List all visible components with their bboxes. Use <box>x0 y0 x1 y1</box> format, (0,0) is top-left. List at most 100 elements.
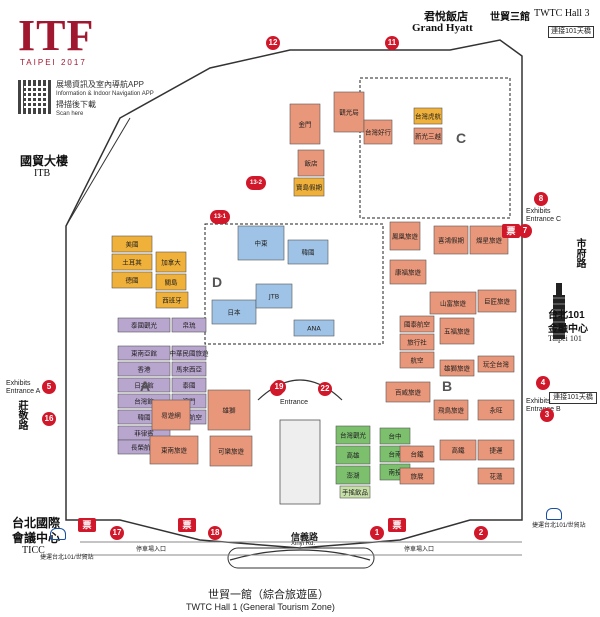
booth-rect <box>399 333 435 351</box>
booth-rect <box>335 465 371 485</box>
booth[interactable]: 德國 <box>111 271 153 289</box>
booth[interactable]: 燦星旅遊 <box>469 225 509 255</box>
booth[interactable]: 鳳凰旅遊 <box>389 221 421 251</box>
booth[interactable]: JTB <box>255 283 293 309</box>
booth[interactable]: 日本館 <box>117 377 171 393</box>
parking-right: 停車場入口 <box>404 547 435 553</box>
booth[interactable]: 東南旅遊 <box>149 435 199 465</box>
grand-hyatt-en: Grand Hyatt <box>412 22 473 34</box>
booth[interactable]: 寶島假期 <box>293 177 325 197</box>
entrance-badge-17: 17 <box>110 526 124 540</box>
booth[interactable]: 永旺 <box>477 399 515 421</box>
booth[interactable]: 玩全台灣 <box>477 355 515 373</box>
booth[interactable]: 飛鳥旅遊 <box>433 399 469 421</box>
booth-label: 飛鳥旅遊 <box>438 406 465 415</box>
booth[interactable]: 台中 <box>379 427 411 445</box>
booth[interactable]: 美國 <box>111 235 153 253</box>
booth[interactable]: 旅展 <box>399 467 435 485</box>
booth-label: 日本館 <box>134 381 154 390</box>
booth[interactable]: 泰國 <box>171 377 207 393</box>
booth[interactable]: 關島 <box>155 273 187 291</box>
booth[interactable]: 中華民國旅遊 <box>170 345 210 361</box>
booth[interactable]: 金門 <box>289 103 321 145</box>
ticket-booth-c: 票 <box>502 224 520 238</box>
hall1-zh: 世貿一館（綜合旅遊區） <box>208 589 329 601</box>
booth-rect <box>477 355 515 373</box>
booth[interactable]: 飯店 <box>297 149 325 177</box>
ticket-booth-mid: 票 <box>178 518 196 532</box>
ticc-en: TICC <box>22 545 45 556</box>
booth-label: 香港 <box>138 365 152 374</box>
booth-rect <box>207 389 251 431</box>
booth-rect <box>399 351 435 369</box>
booth-rect <box>363 119 393 145</box>
booth[interactable]: 雄獅旅遊 <box>439 359 475 377</box>
booth[interactable]: 雄獅 <box>207 389 251 431</box>
shifu-road: 市府路 <box>574 238 585 268</box>
booth-label: 玩全台灣 <box>483 360 510 369</box>
booth[interactable]: 高雄 <box>335 445 371 465</box>
booth-rect <box>293 319 335 337</box>
booth[interactable]: 百威旅遊 <box>385 381 431 403</box>
booth[interactable]: 巨匠旅遊 <box>477 289 517 313</box>
booth[interactable]: 日本 <box>211 299 257 325</box>
booth[interactable]: 新光三越 <box>413 127 443 145</box>
booth-rect <box>399 445 435 463</box>
booth[interactable]: ANA <box>293 319 335 337</box>
booth[interactable]: 西班牙 <box>155 291 189 309</box>
booth[interactable]: 花蓮 <box>477 467 515 485</box>
itf-logo: ITF <box>18 11 95 60</box>
booth[interactable]: 韓國 <box>287 239 329 265</box>
metro-sign-left: 捷運台北101/世貿站 <box>40 555 94 561</box>
itb-en: ITB <box>34 168 51 179</box>
booth[interactable]: 帛琉 <box>171 317 207 333</box>
entrance-badge-7: 7 <box>518 224 532 238</box>
booth[interactable]: 泰國觀光 <box>117 317 171 333</box>
booth[interactable]: 手搖飲品 <box>339 485 371 499</box>
booth[interactable]: 馬來西亞 <box>171 361 207 377</box>
booth[interactable]: 觀光局 <box>333 91 365 133</box>
booth[interactable]: 香港 <box>117 361 171 377</box>
booth[interactable]: 台灣好行 <box>363 119 393 145</box>
booth-rect <box>429 291 477 315</box>
booth[interactable]: 航空 <box>399 351 435 369</box>
booth-rect <box>289 103 321 145</box>
app-title-zh: 展場資訊及室內導航APP <box>56 80 145 89</box>
booth[interactable]: 康福旅遊 <box>389 259 427 285</box>
booth-rect <box>333 91 365 133</box>
booth[interactable]: 土耳其 <box>111 253 153 271</box>
booth[interactable]: 澎湖 <box>335 465 371 485</box>
booth-label: 東南亞館 <box>131 349 158 358</box>
booth[interactable]: 中東 <box>237 225 285 261</box>
booth[interactable]: 旅行社 <box>399 333 435 351</box>
booth[interactable]: 高鐵 <box>439 439 477 461</box>
booth[interactable]: 喜鴻假期 <box>433 225 469 255</box>
booth-label: 台鐵 <box>411 450 425 459</box>
booth-rect <box>111 253 153 271</box>
booth[interactable]: 捷運 <box>477 439 515 461</box>
booth-rect <box>111 235 153 253</box>
booth[interactable]: 易遊網 <box>151 399 191 431</box>
booth-rect <box>439 439 477 461</box>
entrance-arc <box>257 379 343 401</box>
booth-label: 韓國 <box>302 248 315 257</box>
taipei101-zh1: 台北101 <box>548 310 585 321</box>
booth-label: 馬來西亞 <box>176 366 203 374</box>
booth-rect <box>335 445 371 465</box>
booth[interactable]: 台灣虎航 <box>413 107 443 125</box>
booth-rect <box>171 345 207 361</box>
booth-rect <box>385 381 431 403</box>
booth[interactable]: 東南亞館 <box>117 345 171 361</box>
booth[interactable]: 可樂旅遊 <box>209 435 253 467</box>
booth[interactable]: 台灣觀光 <box>335 425 371 445</box>
booth-label: 台中 <box>389 432 402 441</box>
booth[interactable]: 五福旅遊 <box>439 317 475 345</box>
booth-rect <box>477 399 515 421</box>
qr-code[interactable] <box>18 80 52 114</box>
app-title-en: Information & Indoor Navigation APP <box>56 91 154 97</box>
booth[interactable]: 山富旅遊 <box>429 291 477 315</box>
booth[interactable]: 台鐵 <box>399 445 435 463</box>
booth[interactable]: 國泰航空 <box>399 315 435 333</box>
taipei101-en: Taipei 101 <box>548 334 582 343</box>
booth[interactable]: 加拿大 <box>155 251 187 273</box>
